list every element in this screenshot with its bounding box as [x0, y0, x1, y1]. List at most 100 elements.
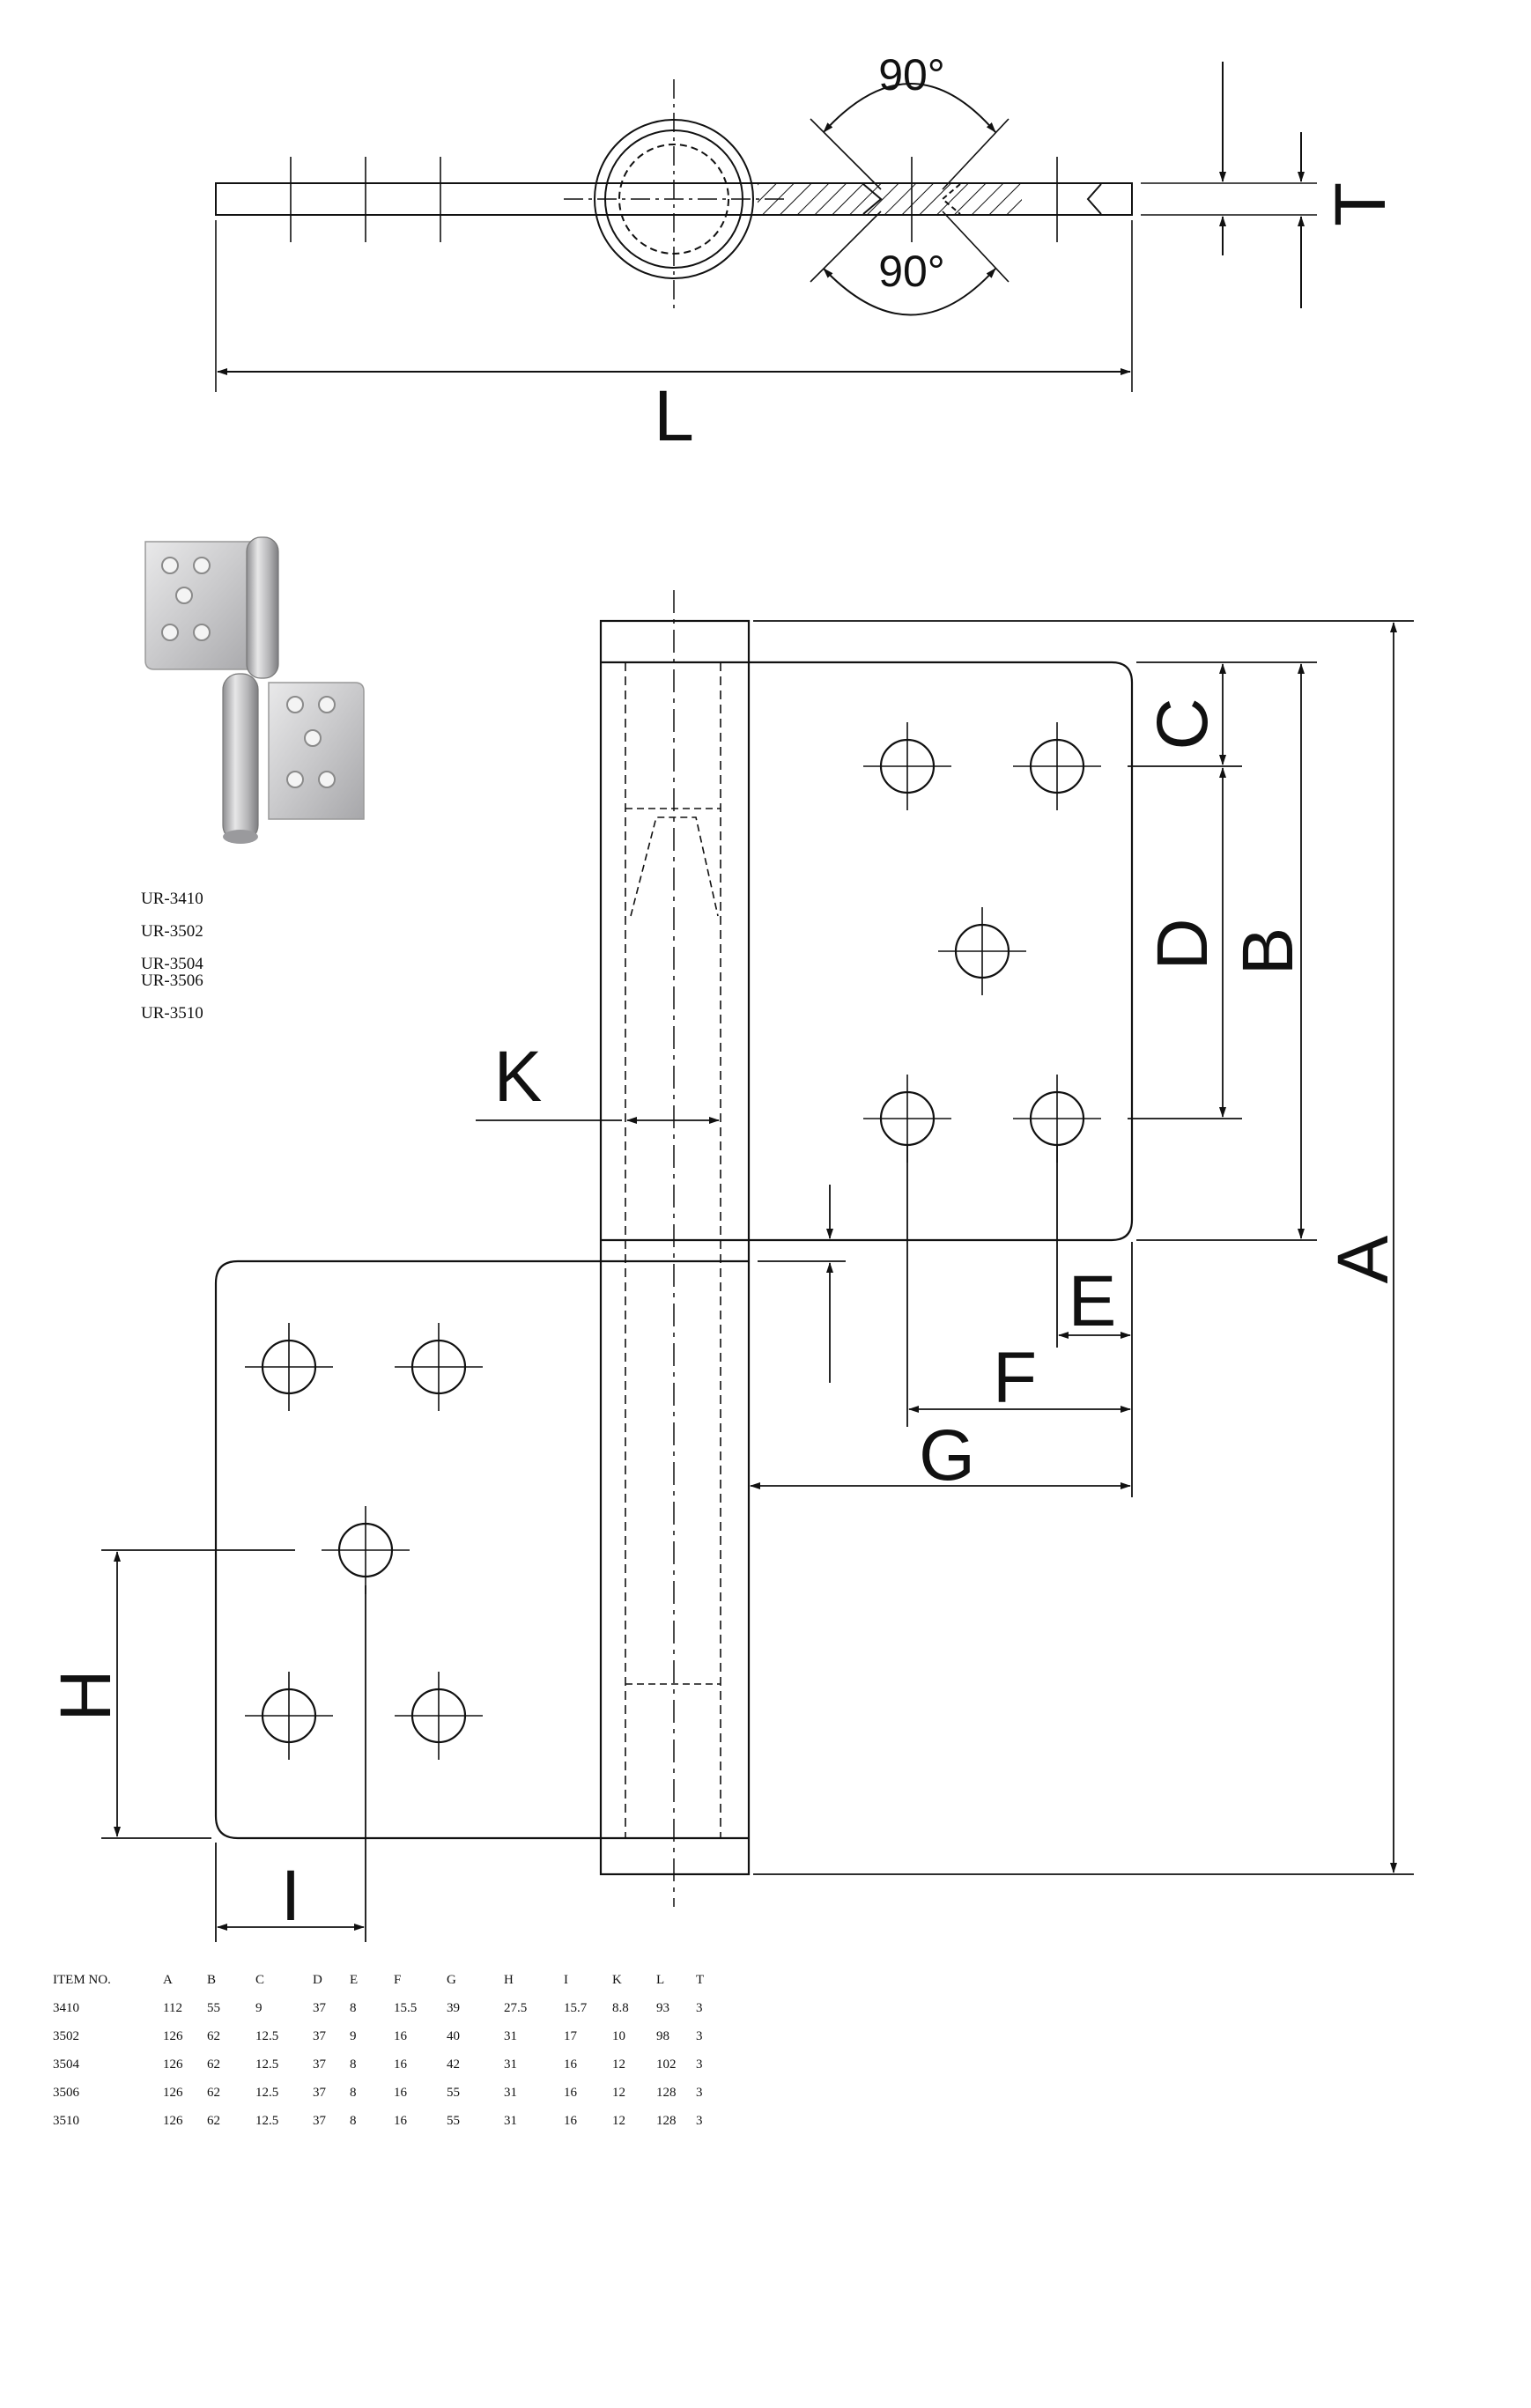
table-cell: 16 — [564, 2085, 577, 2100]
lower-leaf-holes — [243, 1321, 484, 1762]
dim-label-T: T — [1320, 182, 1401, 226]
col-header: A — [163, 1972, 173, 1987]
table-cell: 128 — [656, 2113, 677, 2128]
table-cell: 15.5 — [394, 2000, 418, 2015]
dim-label-K: K — [494, 1037, 543, 1117]
table-cell: 12.5 — [255, 2085, 279, 2100]
table-cell: 126 — [163, 2085, 183, 2100]
table-cell: 31 — [504, 2085, 517, 2100]
table-cell: 31 — [504, 2028, 517, 2043]
table-cell: 126 — [163, 2028, 183, 2043]
table-cell: 9 — [255, 2000, 263, 2015]
model-label: UR-3506 — [141, 971, 203, 990]
table-cell: 12 — [612, 2113, 625, 2128]
table-cell: 12 — [612, 2057, 625, 2072]
table-cell: 12.5 — [255, 2057, 279, 2072]
table-cell: 3 — [696, 2000, 703, 2015]
dim-label-C: C — [1143, 698, 1223, 750]
col-header: L — [656, 1972, 665, 1987]
table-cell: 16 — [394, 2085, 407, 2100]
col-header: B — [207, 1972, 217, 1987]
col-header: F — [394, 1972, 402, 1987]
upper-leaf — [749, 661, 1134, 1242]
front-dimensions — [101, 620, 1414, 1942]
table-cell: 15.7 — [564, 2000, 588, 2015]
table-cell: 40 — [447, 2028, 460, 2043]
table-cell: 31 — [504, 2057, 517, 2072]
dim-label-A: A — [1323, 1235, 1403, 1283]
table-cell: 16 — [564, 2113, 577, 2128]
table-cell: 126 — [163, 2113, 183, 2128]
table-cell: 8 — [350, 2085, 357, 2100]
table-cell: 8 — [350, 2057, 357, 2072]
table-cell: 98 — [656, 2028, 669, 2043]
table-cell: 3 — [696, 2085, 703, 2100]
table-cell: 3 — [696, 2057, 703, 2072]
table-cell: 37 — [313, 2057, 326, 2072]
table-cell: 3502 — [53, 2028, 79, 2043]
dim-label-H: H — [46, 1669, 126, 1721]
dim-label-L: L — [654, 376, 694, 456]
table-cell: 16 — [564, 2057, 577, 2072]
dim-label-D: D — [1143, 918, 1223, 970]
table-cell: 55 — [447, 2113, 460, 2128]
table-cell: 3504 — [53, 2057, 79, 2072]
hole — [393, 1321, 484, 1413]
spec-table-header-row: ITEM NO. A B C D E F G H I K L T — [53, 1966, 722, 1994]
table-cell: 62 — [207, 2113, 220, 2128]
top-view — [215, 62, 1317, 392]
hole — [243, 1321, 335, 1413]
col-header: T — [696, 1972, 705, 1987]
col-header: G — [447, 1972, 456, 1987]
table-cell: 93 — [656, 2000, 669, 2015]
hole — [243, 1670, 335, 1762]
hole — [862, 720, 953, 812]
dim-label-F: F — [993, 1338, 1037, 1418]
table-cell: 128 — [656, 2085, 677, 2100]
table-cell: 3 — [696, 2113, 703, 2128]
table-cell: 16 — [394, 2028, 407, 2043]
table-cell: 17 — [564, 2028, 577, 2043]
col-header: D — [313, 1972, 322, 1987]
dim-label-I: I — [281, 1856, 301, 1936]
dim-label-G: G — [919, 1415, 975, 1496]
angle-label-top: 90° — [878, 50, 945, 100]
table-cell: 62 — [207, 2028, 220, 2043]
table-cell: 3506 — [53, 2085, 79, 2100]
table-cell: 102 — [656, 2057, 677, 2072]
table-cell: 37 — [313, 2085, 326, 2100]
hole — [320, 1504, 411, 1596]
table-cell: 3510 — [53, 2113, 79, 2128]
table-cell: 10 — [612, 2028, 625, 2043]
model-label: UR-3502 — [141, 922, 203, 941]
table-cell: 8.8 — [612, 2000, 629, 2015]
table-cell: 9 — [350, 2028, 357, 2043]
table-cell: 37 — [313, 2000, 326, 2015]
col-header: ITEM NO. — [53, 1972, 111, 1987]
table-cell: 12.5 — [255, 2113, 279, 2128]
table-cell: 39 — [447, 2000, 460, 2015]
model-label: UR-3510 — [141, 1004, 203, 1023]
col-header: I — [564, 1972, 568, 1987]
hole — [936, 905, 1028, 997]
table-cell: 62 — [207, 2057, 220, 2072]
top-hatched-section — [758, 184, 1022, 214]
col-header: E — [350, 1972, 359, 1987]
table-cell: 31 — [504, 2113, 517, 2128]
table-cell: 8 — [350, 2113, 357, 2128]
table-cell: 16 — [394, 2113, 407, 2128]
table-cell: 37 — [313, 2113, 326, 2128]
model-label: UR-3410 — [141, 890, 203, 908]
knuckle-barrel — [599, 619, 751, 1876]
table-cell: 3 — [696, 2028, 703, 2043]
table-cell: 112 — [163, 2000, 182, 2015]
model-label: UR-3504 — [141, 955, 203, 973]
col-header: K — [612, 1972, 622, 1987]
table-cell: 126 — [163, 2057, 183, 2072]
dim-label-E: E — [1069, 1261, 1117, 1341]
upper-leaf-holes — [862, 720, 1103, 1164]
hole — [1011, 720, 1103, 812]
